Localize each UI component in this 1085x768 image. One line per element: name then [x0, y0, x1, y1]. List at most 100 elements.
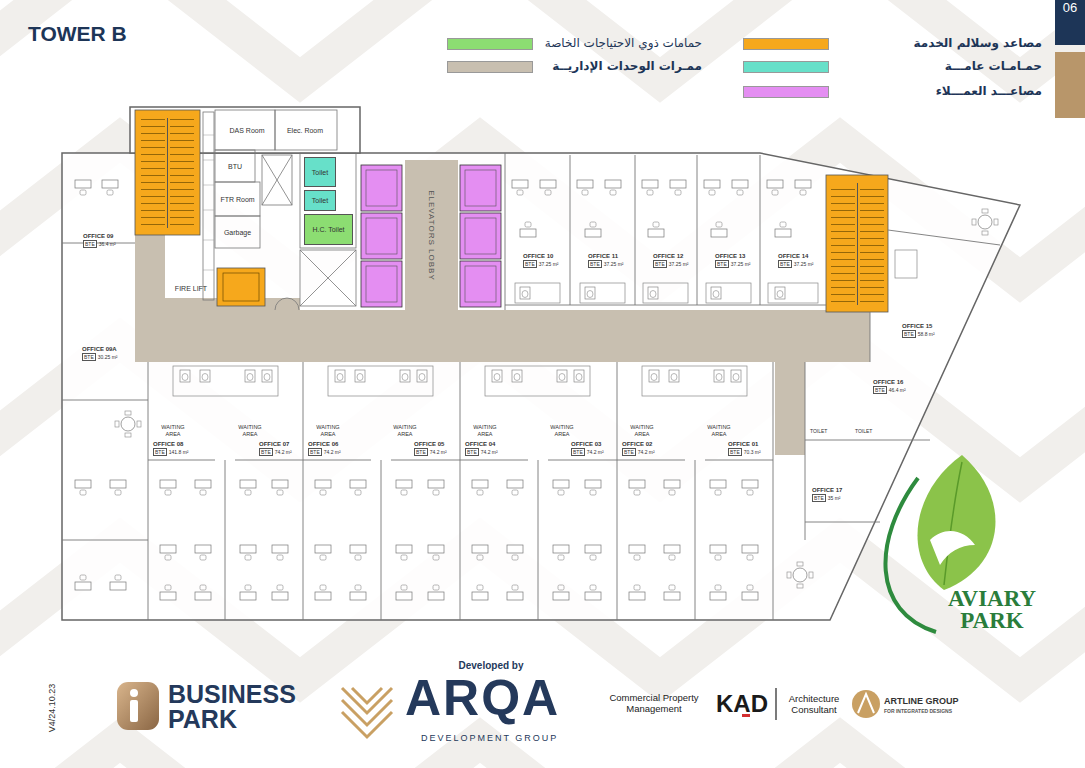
room-label: Elec. Room	[287, 127, 323, 134]
area-value: 35 m²	[828, 495, 841, 501]
office-unit: OFFICE 11BTE37.25 m²	[570, 158, 635, 283]
office-name: OFFICE 09A	[82, 345, 117, 353]
bte-tag: BTE	[622, 448, 636, 456]
office-name: OFFICE 05	[414, 440, 447, 448]
bte-tag: BTE	[571, 448, 585, 456]
office-name: OFFICE 02	[622, 440, 655, 448]
bte-tag: BTE	[812, 494, 826, 502]
waiting-area-label: WAITING AREA	[626, 424, 658, 437]
office-label: OFFICE 10BTE37.25 m²	[523, 252, 558, 268]
area-row: BTE37.25 m²	[523, 260, 558, 268]
waiting-area-label: WAITING AREA	[703, 424, 735, 437]
company-tagline: FOR INTEGRATED DESIGNS	[884, 708, 952, 714]
area-row: BTE141.8 m²	[153, 448, 188, 456]
office-name: OFFICE 09	[83, 232, 116, 240]
office-unit: OFFICE 09ABTE30.25 m²	[65, 320, 135, 400]
area-value: 30.25 m²	[98, 354, 118, 360]
office-name: OFFICE 14	[778, 252, 813, 260]
toilet-room: Toilet	[304, 190, 336, 211]
toilet-room: H.C. Toilet	[304, 214, 353, 245]
legend-swatch	[743, 61, 829, 73]
office-name: OFFICE 06	[308, 440, 341, 448]
office-label: OFFICE 06BTE74.2 m²	[308, 440, 341, 456]
office-label: OFFICE 04BTE74.2 m²	[465, 440, 498, 456]
office-label: OFFICE 02BTE74.2 m²	[622, 440, 655, 456]
area-value: 46.4 m²	[889, 387, 906, 393]
office-unit: OFFICE 14BTE37.25 m²	[760, 158, 826, 283]
area-row: BTE37.25 m²	[715, 260, 750, 268]
office-label: OFFICE 05BTE74.2 m²	[414, 440, 447, 456]
developer-tagline: DEVELOPMENT GROUP	[421, 733, 558, 743]
credit-text: Commercial Property Management	[604, 692, 704, 714]
area-row: BTE70.3 m²	[728, 448, 761, 456]
office-name: OFFICE 04	[465, 440, 498, 448]
office-unit: OFFICE 09BTE36.4 m²	[65, 158, 135, 248]
area-value: 37.25 m²	[539, 261, 559, 267]
area-row: BTE37.25 m²	[778, 260, 813, 268]
toilet-room: Toilet	[304, 157, 336, 187]
bte-tag: BTE	[873, 386, 887, 394]
waiting-area-label: WAITING AREA	[157, 424, 189, 437]
developer-name: ARQA	[405, 670, 560, 726]
office-label: OFFICE 17BTE35 m²	[812, 486, 842, 502]
bte-tag: BTE	[414, 448, 428, 456]
area-value: 37.25 m²	[731, 261, 751, 267]
office-label: OFFICE 16BTE46.4 m²	[873, 378, 906, 394]
office-unit: OFFICE 17BTE35 m²	[808, 468, 883, 523]
office-unit: OFFICE 03BTE74.2 m²	[537, 365, 615, 460]
office-label: OFFICE 07BTE74.2 m²	[259, 440, 292, 456]
service-room: BTU	[215, 152, 255, 180]
legend-swatch	[743, 86, 829, 98]
office-label: OFFICE 09ABTE30.25 m²	[82, 345, 117, 361]
service-room: DAS Room	[222, 113, 272, 147]
office-unit: OFFICE 08BTE141.8 m²	[148, 365, 225, 460]
office-name: OFFICE 17	[812, 486, 842, 494]
area-row: BTE30.25 m²	[82, 353, 117, 361]
service-room: Garbage	[215, 218, 260, 246]
bte-tag: BTE	[82, 353, 96, 361]
area-value: 70.3 m²	[744, 449, 761, 455]
area-row: BTE37.25 m²	[653, 260, 688, 268]
office-label: OFFICE 14BTE37.25 m²	[778, 252, 813, 268]
office-name: OFFICE 10	[523, 252, 558, 260]
area-row: BTE37.25 m²	[588, 260, 623, 268]
office-unit: OFFICE 16BTE46.4 m²	[808, 368, 918, 438]
bte-tag: BTE	[588, 260, 602, 268]
lobby-label: ELEVATORS LOBBY	[427, 190, 436, 281]
area-row: BTE35 m²	[812, 494, 842, 502]
legend-text: مصاعد وسلالم الخدمة	[914, 35, 1042, 52]
office-unit: OFFICE 01BTE70.3 m²	[694, 365, 772, 460]
bte-tag: BTE	[259, 448, 273, 456]
area-value: 74.2 m²	[481, 449, 498, 455]
room-label: Garbage	[224, 229, 251, 236]
office-name: OFFICE 13	[715, 252, 750, 260]
office-unit: OFFICE 10BTE37.25 m²	[505, 158, 570, 283]
area-row: BTE46.4 m²	[873, 386, 906, 394]
bte-tag: BTE	[902, 330, 916, 338]
page-number: 06	[1055, 0, 1085, 15]
office-label: OFFICE 15BTE58.8 m²	[902, 322, 935, 338]
area-value: 37.25 m²	[604, 261, 624, 267]
page-title: TOWER B	[28, 22, 127, 46]
service-room: FTR Room	[215, 184, 260, 214]
area-value: 74.2 m²	[324, 449, 341, 455]
area-value: 74.2 m²	[638, 449, 655, 455]
room-label: Toilet	[312, 169, 328, 176]
office-unit: OFFICE 04BTE74.2 m²	[460, 365, 537, 460]
office-label: OFFICE 01BTE70.3 m²	[728, 440, 761, 456]
office-name: OFFICE 16	[873, 378, 906, 386]
elevator-lobby: ELEVATORS LOBBY	[405, 160, 458, 310]
area-value: 74.2 m²	[275, 449, 292, 455]
waiting-area-label: WAITING AREA	[312, 424, 344, 437]
area-row: BTE74.2 m²	[465, 448, 498, 456]
bte-tag: BTE	[715, 260, 729, 268]
company-name: ARTLINE GROUP	[884, 696, 959, 706]
bte-tag: BTE	[523, 260, 537, 268]
bte-tag: BTE	[653, 260, 667, 268]
office-unit: OFFICE 02BTE74.2 m²	[617, 365, 694, 460]
office-name: OFFICE 11	[588, 252, 623, 260]
legend-text: مصاعـــد العمـــلاء	[936, 83, 1042, 100]
office-name: OFFICE 08	[153, 440, 188, 448]
legend-text: حمـامـات عامـــة	[945, 58, 1042, 75]
